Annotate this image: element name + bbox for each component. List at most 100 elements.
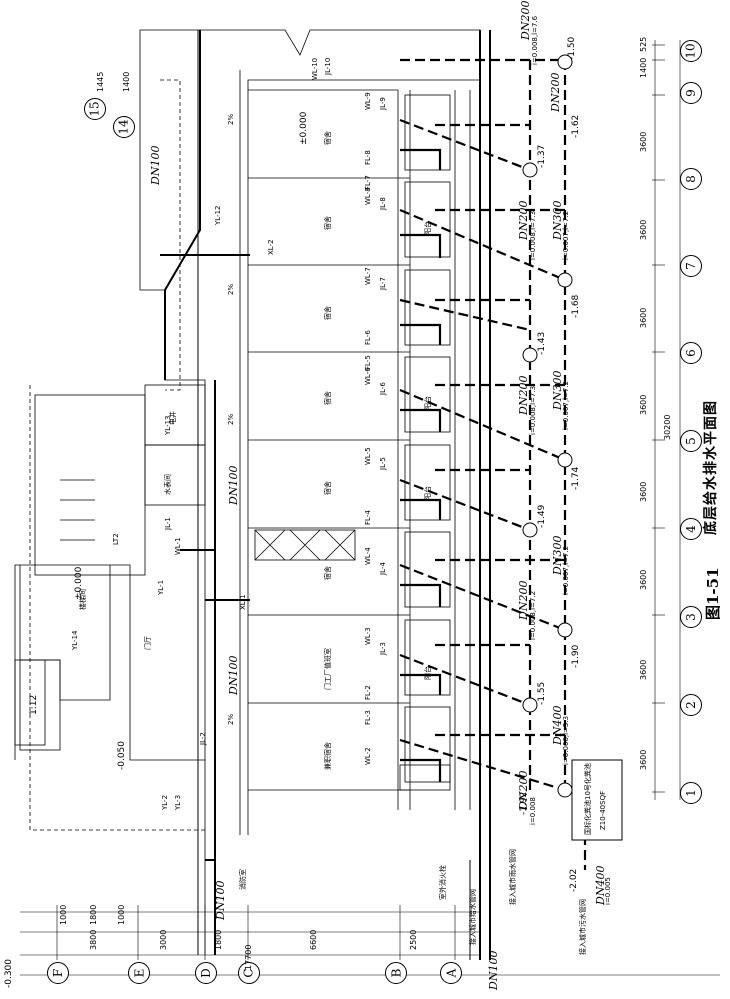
dim-bay-1: 3600: [639, 749, 648, 770]
invert-5: -1.49: [537, 504, 547, 528]
riser-wl-5: WL-5: [364, 447, 372, 465]
riser-jl-5: JL-5: [379, 457, 387, 470]
pipe-dn100-entry: DN100: [214, 880, 227, 920]
dim-bay-6: 3600: [639, 307, 648, 328]
riser-wl-1: WL-1: [174, 537, 182, 555]
riser-jl-4: JL-4: [379, 562, 387, 575]
riser-jl-1: JL-1: [164, 517, 172, 530]
level-ground: -0.300: [4, 958, 14, 988]
axis-6-bubble: 6: [680, 342, 702, 364]
riser-fl-7: FL-7: [364, 175, 372, 190]
dim-left-2: 6600: [309, 929, 318, 950]
pipe-dn200-1: DN200: [517, 770, 530, 810]
riser-yl-1: YL-1: [157, 579, 165, 595]
axis-3-bubble: 3: [680, 606, 702, 628]
riser-wl-3: WL-3: [364, 627, 372, 645]
pipe-dn200-4: DN200: [517, 200, 530, 240]
dim-left-4: 3000: [159, 929, 168, 950]
dim-top-small-1: 1400: [122, 71, 131, 92]
riser-jl-9: JL-9: [379, 97, 387, 110]
room-dorm-2: 宿舍: [324, 216, 332, 230]
dim-bay-2: 3600: [639, 659, 648, 680]
room-water-meter: 水表间: [164, 474, 172, 495]
conn-water-note: 接入城市给水管网: [469, 889, 477, 945]
slope-pct-3: 2%: [227, 413, 235, 425]
ramp-note: 1:12: [29, 694, 39, 715]
dim-left-1: 2500: [409, 929, 418, 950]
riser-fl-4: FL-4: [364, 510, 372, 525]
room-dorm-6: 宿舍: [324, 566, 332, 580]
riser-wl-9: WL-9: [364, 92, 372, 110]
septic-tank-label: 国标化粪池10号化粪池: [584, 763, 592, 835]
riser-jl-3: JL-3: [379, 642, 387, 655]
riser-wl-7: WL-7: [364, 267, 372, 285]
slope-2: i=0.008,l=7.2: [529, 590, 537, 640]
riser-jl-10: JL-10: [324, 57, 332, 75]
room-dorm-5: 宿舍: [324, 481, 332, 495]
dim-left-5: 3800: [89, 929, 98, 950]
riser-fl-2: FL-2: [364, 685, 372, 700]
room-lobby: 门厅: [144, 636, 152, 650]
dim-bay-9: 1400: [639, 57, 648, 78]
hydrant-note: 室外消火栓: [439, 865, 447, 900]
slope-5: i=0.007,l=7.2: [562, 380, 570, 430]
pipe-dn200-2: DN200: [517, 580, 530, 620]
dim-bay-5: 3600: [639, 394, 648, 415]
invert-4: -1.74: [571, 466, 581, 490]
pipe-dn100-main: DN100: [149, 145, 162, 185]
invert-11: -2.02: [569, 868, 579, 892]
figure-title: 底层给水排水平面图: [703, 400, 719, 535]
axis-7-bubble: 7: [680, 255, 702, 277]
dim-small-1: 1000: [59, 904, 68, 925]
pipe-dn100-corridor: DN100: [227, 465, 240, 505]
dim-small-3: 1000: [117, 904, 126, 925]
axis-e-bubble: E: [128, 962, 150, 984]
room-dorm-4: 宿舍: [324, 391, 332, 405]
slope-7: i=0.007,l=7.2: [562, 210, 570, 260]
riser-yl-14: YL-14: [71, 630, 79, 651]
axis-15-bubble: 15: [84, 98, 106, 120]
pipe-dn100-city: DN100: [487, 950, 500, 990]
invert-2: -1.90: [571, 644, 581, 668]
axis-1-bubble: 1: [680, 782, 702, 804]
dim-bay-4: 3600: [639, 481, 648, 502]
room-dorm-1: 宿舍: [324, 131, 332, 145]
dim-total: 30200: [663, 414, 672, 440]
room-guard: 门工厂值班室: [324, 648, 332, 690]
room-fire: 消防室: [239, 869, 247, 890]
axis-c-bubble: C: [238, 962, 260, 984]
riser-lt2: LT2: [112, 533, 120, 545]
slope-9: i=0.008,l=7.6: [531, 15, 539, 65]
slope-pct-4: 2%: [227, 713, 235, 725]
riser-jl-8: JL-8: [379, 197, 387, 210]
invert-8: -1.62: [571, 114, 581, 138]
riser-yl-3: YL-3: [174, 794, 182, 810]
room-balcony-3: 阳台: [424, 486, 432, 500]
septic-tank-box: [571, 759, 623, 841]
invert-9: -1.37: [537, 144, 547, 168]
pipe-dn200-3: DN200: [517, 375, 530, 415]
dim-bay-8: 3600: [639, 131, 648, 152]
axis-10-bubble: 10: [680, 40, 702, 62]
septic-tank-model: Z10-40SQF: [599, 790, 607, 830]
slope-6: i=0.008,l=7.3: [529, 210, 537, 260]
riser-fl-6: FL-6: [364, 330, 372, 345]
riser-jl-2: JL-2: [199, 732, 207, 745]
riser-jl-7: JL-7: [379, 277, 387, 290]
figure-number: 图1-51: [704, 567, 722, 620]
level-floor: ±0.000: [299, 111, 309, 145]
dim-bay-10: 525: [639, 36, 648, 52]
slope-10: i=0.005: [604, 877, 612, 905]
dim-top-small-2: 1445: [96, 71, 105, 92]
dim-left-total: 17700: [244, 944, 253, 970]
riser-wl-10: WL-10: [311, 57, 319, 80]
axis-f-bubble: F: [47, 962, 69, 984]
axis-9-bubble: 9: [680, 82, 702, 104]
axis-8-bubble: 8: [680, 168, 702, 190]
invert-10: -1.50: [567, 36, 577, 60]
slope-8: i=0.006,l=5.3: [562, 715, 570, 765]
riser-wl-2: WL-2: [364, 747, 372, 765]
axis-14-bubble: 14: [113, 116, 135, 138]
